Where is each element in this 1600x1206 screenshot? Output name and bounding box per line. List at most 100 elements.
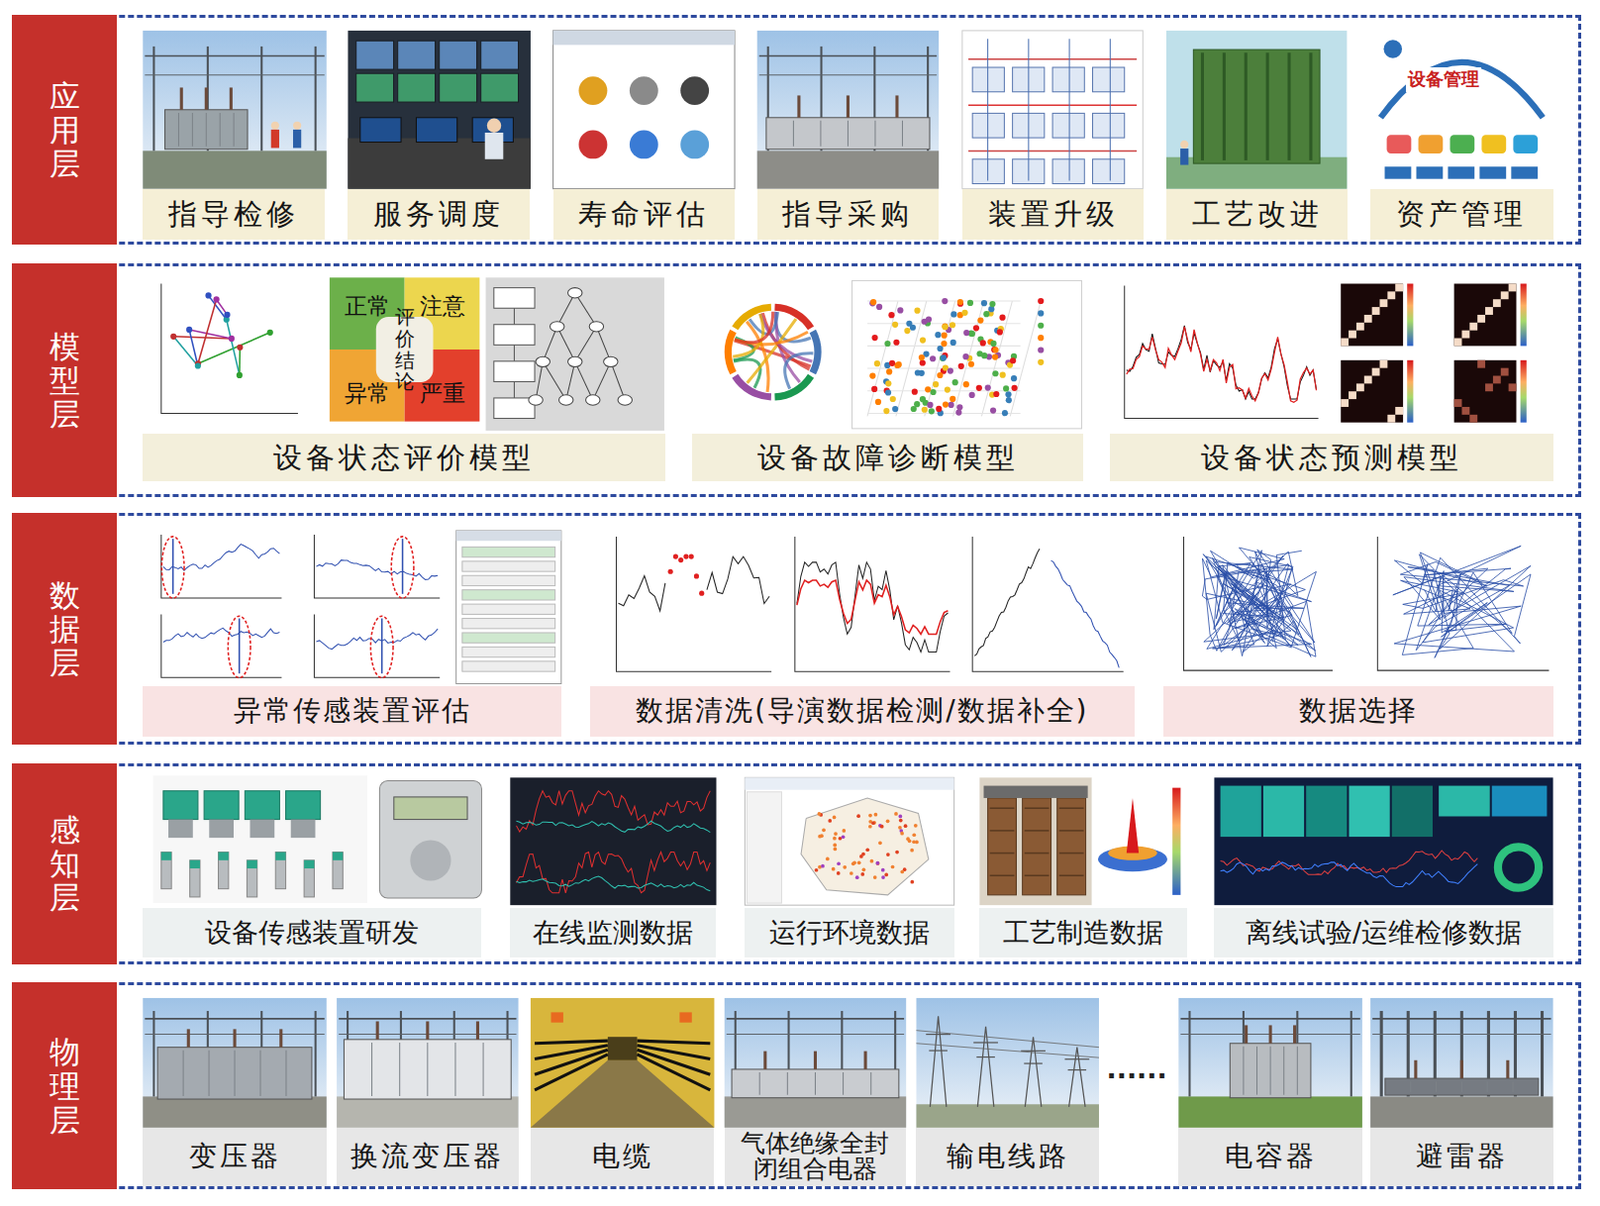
form-row bbox=[462, 646, 556, 657]
data-point bbox=[941, 323, 948, 330]
tree-node bbox=[528, 395, 543, 405]
tunnel-wall bbox=[530, 998, 715, 1128]
sky bbox=[336, 998, 518, 1128]
busbar bbox=[759, 55, 937, 58]
caption-text: 资产管理 bbox=[1396, 199, 1527, 230]
probe-cap bbox=[218, 852, 229, 861]
data-point bbox=[869, 372, 876, 379]
person-body bbox=[271, 129, 280, 149]
sensor-body bbox=[291, 819, 316, 839]
trajectory bbox=[1393, 545, 1531, 658]
data-point bbox=[957, 299, 964, 305]
predicted-line bbox=[1126, 326, 1317, 403]
caption-box: 离线试验/运维检修数据 bbox=[1213, 907, 1553, 957]
base-bar bbox=[1479, 166, 1506, 179]
ground bbox=[757, 150, 939, 189]
picture-lines bbox=[915, 998, 1099, 1128]
busbar bbox=[144, 74, 324, 76]
data-point bbox=[940, 354, 947, 361]
station-dot bbox=[825, 857, 830, 862]
probe bbox=[275, 852, 286, 890]
heat-cell bbox=[1454, 399, 1463, 407]
chord-band bbox=[775, 311, 810, 342]
station-dot bbox=[881, 868, 886, 873]
fin bbox=[842, 1072, 844, 1096]
fin bbox=[759, 1072, 761, 1096]
level-arrow bbox=[513, 307, 515, 324]
data-point bbox=[896, 361, 902, 368]
data-point bbox=[948, 401, 955, 408]
app-window bbox=[553, 30, 735, 190]
tree-link bbox=[593, 361, 611, 400]
caption-box: 在线监测数据 bbox=[509, 907, 716, 957]
fin bbox=[793, 120, 795, 147]
screen bbox=[509, 777, 716, 905]
caption-box: 指导检修 bbox=[142, 189, 324, 241]
gantry-post bbox=[1188, 1010, 1191, 1097]
heat-cell bbox=[1508, 284, 1517, 293]
app-icon bbox=[629, 130, 659, 160]
caption-box: 工艺制造数据 bbox=[979, 907, 1187, 957]
filled-point bbox=[668, 569, 674, 575]
pipe bbox=[1244, 52, 1248, 161]
legend-dot bbox=[1037, 334, 1044, 341]
tile bbox=[1392, 786, 1433, 838]
picture-tangle bbox=[1173, 530, 1337, 679]
axis bbox=[615, 536, 772, 672]
trajectory bbox=[1201, 547, 1316, 657]
station-dot bbox=[868, 813, 873, 818]
station-dot bbox=[820, 864, 825, 869]
fin bbox=[285, 1050, 287, 1097]
edge-line bbox=[173, 336, 199, 367]
heat-cell bbox=[1500, 291, 1509, 300]
spike bbox=[238, 618, 241, 675]
sky bbox=[915, 998, 1099, 1128]
grid-line bbox=[867, 412, 1021, 414]
data-point bbox=[905, 320, 912, 327]
data-line bbox=[618, 575, 666, 610]
heat-cell bbox=[1500, 368, 1509, 377]
caption-box: 服务调度 bbox=[347, 189, 529, 241]
station-dot bbox=[814, 868, 819, 873]
filled-point bbox=[673, 554, 679, 560]
tile bbox=[1220, 786, 1262, 838]
sensor-head bbox=[163, 791, 199, 820]
data-point bbox=[969, 330, 976, 337]
grid-line bbox=[896, 300, 927, 416]
data-point bbox=[884, 340, 891, 347]
axis bbox=[1184, 536, 1333, 671]
operator-body bbox=[485, 132, 504, 160]
plot bbox=[852, 280, 1083, 428]
operator-head bbox=[487, 118, 501, 133]
probe bbox=[218, 852, 229, 890]
caption-text: 电缆 bbox=[592, 1141, 654, 1172]
tree-node bbox=[603, 356, 618, 367]
heat-cell bbox=[1477, 314, 1486, 323]
picture-sub bbox=[724, 998, 906, 1128]
fin bbox=[1435, 1081, 1437, 1093]
device-box bbox=[972, 112, 1004, 138]
picture-tree bbox=[486, 277, 665, 431]
caption-box: 运行环境数据 bbox=[744, 907, 954, 957]
winding-band bbox=[990, 829, 1015, 832]
data-point bbox=[942, 323, 949, 330]
winding bbox=[1022, 798, 1052, 896]
trend-red bbox=[515, 791, 710, 832]
tile bbox=[1305, 786, 1347, 838]
data-point bbox=[924, 386, 931, 393]
bushing bbox=[279, 1028, 283, 1047]
station-dot bbox=[870, 859, 875, 864]
caption-box: 数据清洗(导演数据检测/数据补全) bbox=[590, 686, 1135, 738]
picture-mini bbox=[153, 530, 287, 604]
data-point bbox=[186, 326, 193, 333]
busbar bbox=[1372, 1017, 1551, 1020]
caption-text: 设备故障诊断模型 bbox=[757, 442, 1019, 474]
data-point bbox=[950, 339, 957, 346]
caption-box: 设备传感装置研发 bbox=[142, 907, 482, 957]
picture-mini bbox=[305, 609, 444, 684]
caption-text: 运行环境数据 bbox=[769, 917, 930, 947]
gantry-post bbox=[152, 1010, 155, 1097]
layer-title: 模型层 bbox=[49, 329, 81, 431]
data-point bbox=[992, 353, 999, 360]
caption-text: 服务调度 bbox=[373, 199, 504, 230]
